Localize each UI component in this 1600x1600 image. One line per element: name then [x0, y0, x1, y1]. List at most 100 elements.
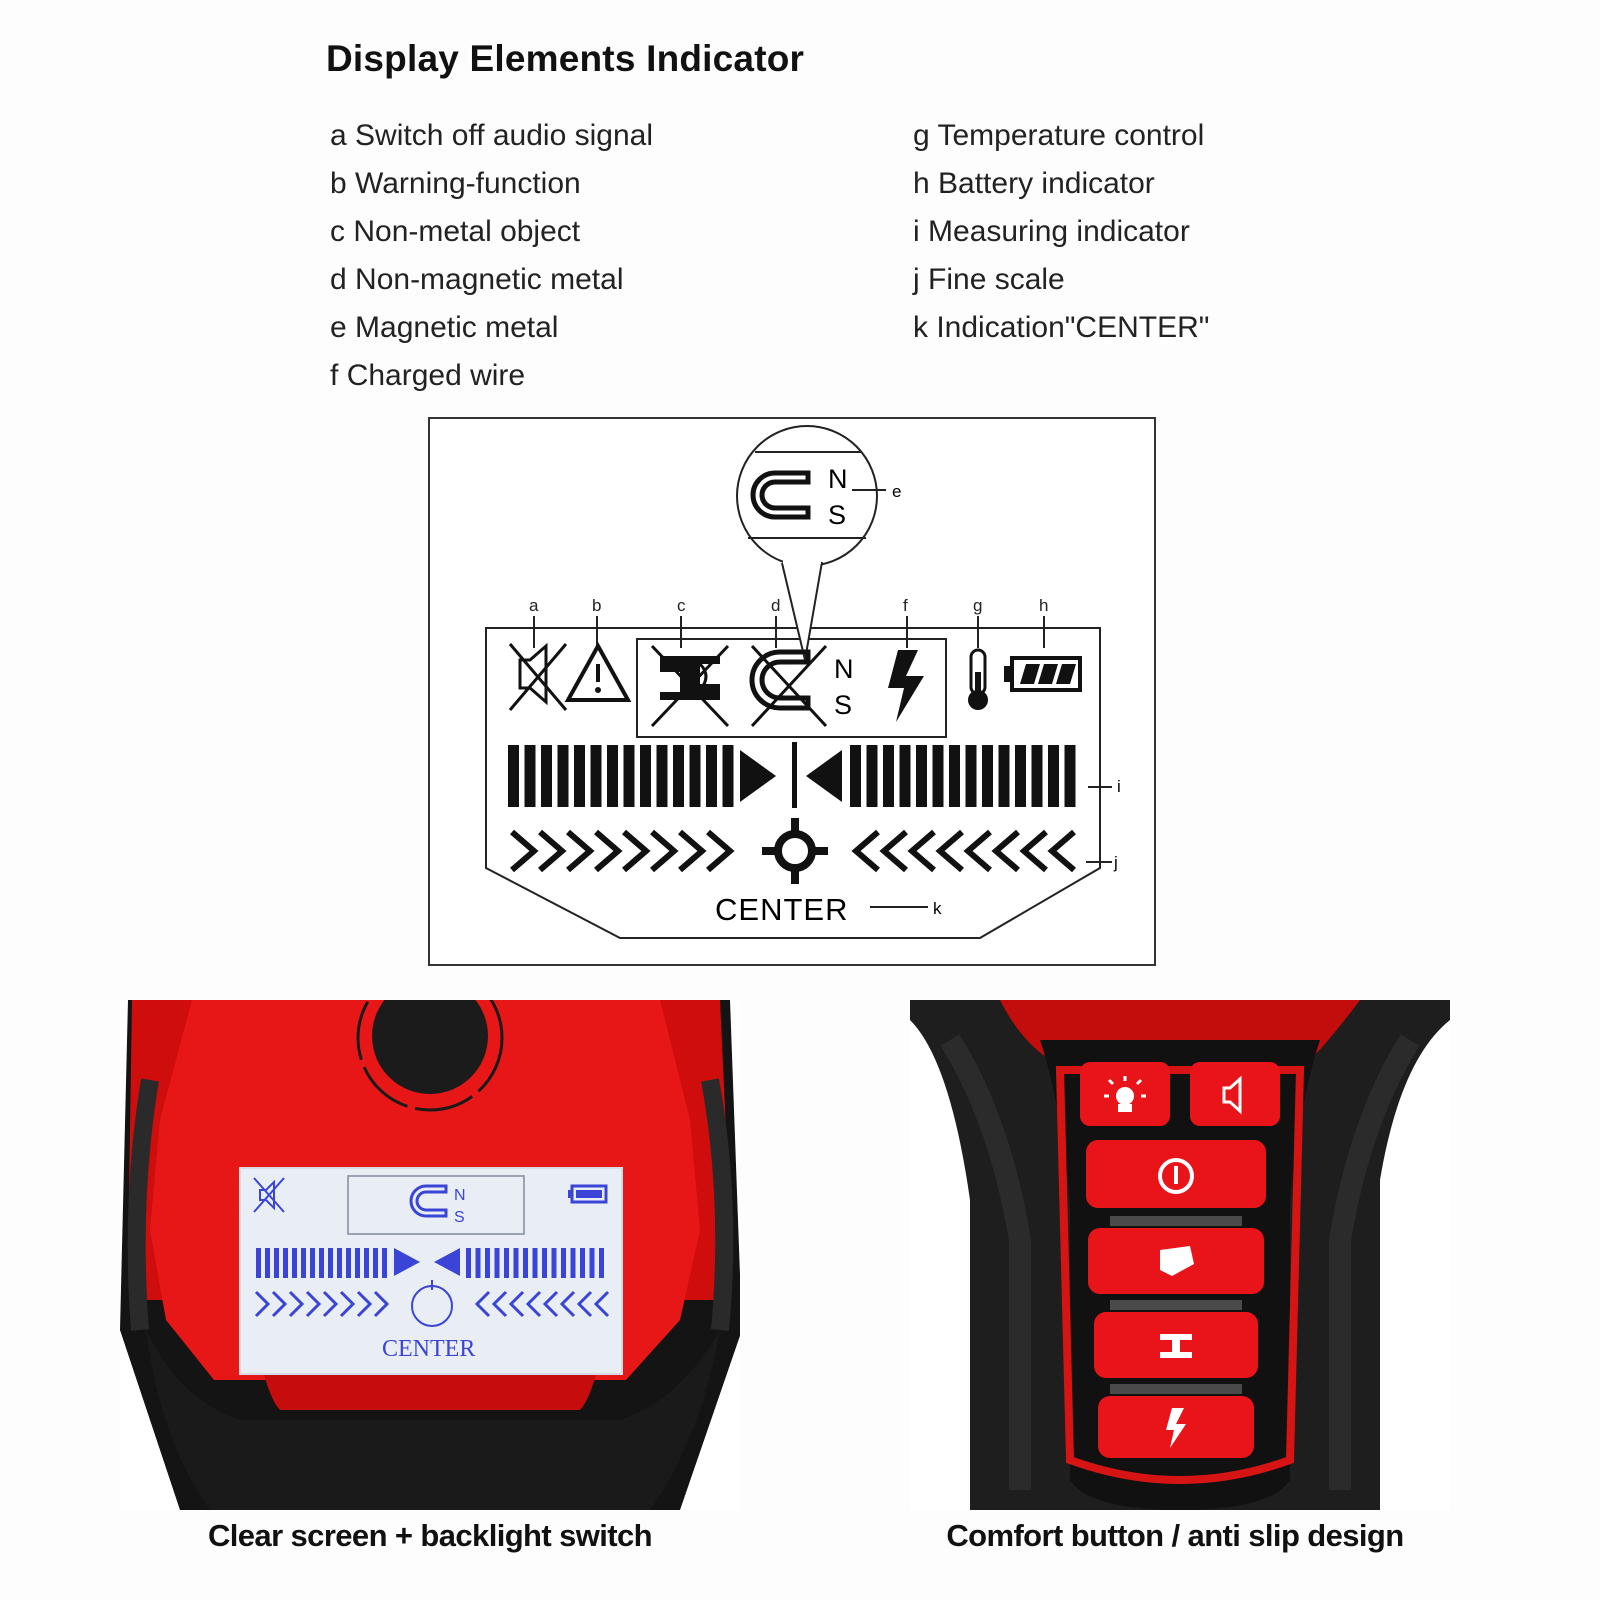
lcd-n-label: N: [454, 1187, 466, 1204]
label-e: e: [892, 482, 901, 501]
power-button[interactable]: [1086, 1140, 1266, 1208]
label-f: f: [903, 596, 908, 615]
lcd-chevrons: [254, 1290, 610, 1318]
caption-right: Comfort button / anti slip design: [946, 1518, 1404, 1553]
bar-segment-left: [722, 745, 734, 807]
bar-segment-left: [557, 745, 569, 807]
lcd-bar-right: [599, 1248, 604, 1278]
legend-item-k: k Indication"CENTER": [913, 311, 1210, 344]
lcd-chevron-right: [271, 1290, 288, 1318]
page-title: Display Elements Indicator: [326, 38, 805, 79]
legend-item-f: f Charged wire: [330, 359, 526, 392]
bar-segment-left: [574, 745, 585, 807]
lcd-bar-left: [355, 1248, 360, 1278]
lcd-bar-right: [532, 1248, 538, 1278]
lcd-chevron-right: [254, 1290, 271, 1318]
magnet-s-label: S: [828, 500, 846, 530]
bar-segment-right: [883, 745, 894, 807]
lcd-battery-icon: [568, 1184, 608, 1204]
lcd-bar-right: [551, 1248, 557, 1278]
object-box: [636, 638, 947, 738]
lcd-bar-right: [485, 1248, 490, 1278]
lcd-bar-left: [346, 1248, 351, 1278]
fine-scale-chevrons: [510, 829, 1076, 873]
device-front-photo: N S CENTER: [120, 1000, 740, 1510]
magnet-zoom-bubble: N S e: [736, 425, 901, 661]
right-arrow-head: [740, 750, 776, 802]
lcd-chevron-left: [491, 1290, 508, 1318]
bar-segment-right: [866, 745, 878, 807]
lcd-bar-left: [319, 1248, 324, 1278]
bar-segment-left: [590, 745, 602, 807]
lcd-chevron-right: [373, 1290, 390, 1318]
backlight-button[interactable]: [1080, 1062, 1170, 1126]
chevron-left: [963, 829, 992, 873]
lcd-bar-left: [292, 1248, 297, 1278]
caption-left: Clear screen + backlight switch: [207, 1518, 653, 1553]
label-k: k: [933, 899, 942, 918]
wood-mode-button[interactable]: [1088, 1228, 1264, 1294]
lcd-chevron-left: [542, 1290, 559, 1318]
lcd-bar-right: [513, 1248, 519, 1278]
magnet-s-small: S: [834, 690, 852, 720]
lcd-s-label: S: [454, 1209, 465, 1226]
lcd-bar-left: [301, 1248, 306, 1278]
chevron-right: [594, 829, 623, 873]
lcd-chevron-left: [508, 1290, 525, 1318]
label-h: h: [1039, 596, 1048, 615]
legend-item-i: i Measuring indicator: [913, 215, 1190, 248]
lcd-bar-left: [283, 1248, 288, 1278]
device-buttons-photo: [910, 1000, 1450, 1510]
lcd-bar-left: [310, 1248, 315, 1278]
bar-segment-right: [1031, 745, 1043, 807]
lcd-magnet-icon: [409, 1184, 448, 1218]
lcd-bar-right: [542, 1248, 547, 1278]
metal-mode-button[interactable]: [1094, 1312, 1258, 1378]
bar-segment-left: [607, 745, 618, 807]
bar-segment-right: [998, 745, 1010, 807]
lcd-chevron-right: [356, 1290, 373, 1318]
center-line: [792, 742, 797, 808]
legend-item-d: d Non-magnetic metal: [330, 263, 624, 296]
ac-wire-mode-button[interactable]: [1098, 1396, 1254, 1458]
label-a: a: [529, 596, 539, 615]
lightning-icon: [888, 650, 924, 722]
sound-button[interactable]: [1190, 1062, 1280, 1126]
lcd-mute-icon: [253, 1177, 285, 1213]
lcd-bar-left: [337, 1248, 342, 1278]
center-text: CENTER: [715, 892, 848, 927]
lcd-bar-right: [589, 1248, 595, 1278]
lcd-bar-right: [475, 1248, 481, 1278]
bar-segment-right: [850, 745, 861, 807]
lcd-chevron-right: [339, 1290, 356, 1318]
lcd-bar-right: [570, 1248, 576, 1278]
bar-segment-right: [899, 745, 911, 807]
lcd-bar-left: [373, 1248, 378, 1278]
lcd-bar-right: [494, 1248, 500, 1278]
bar-segment-right: [1064, 745, 1076, 807]
thermometer-icon: [968, 648, 988, 710]
chevron-right: [538, 829, 567, 873]
label-i: i: [1117, 777, 1121, 796]
lcd-bar-right: [523, 1248, 528, 1278]
left-arrow-head: [806, 750, 842, 802]
lcd-bar-left: [256, 1248, 261, 1278]
chevron-left: [991, 829, 1020, 873]
bar-segment-right: [965, 745, 977, 807]
non-magnetic-metal-icon: N S: [749, 644, 854, 728]
legend-item-h: h Battery indicator: [913, 167, 1155, 200]
lcd-chevron-left: [474, 1290, 491, 1318]
label-b: b: [592, 596, 601, 615]
label-j: j: [1113, 853, 1118, 872]
lcd-bar-left: [265, 1248, 270, 1278]
lcd-chevron-left: [593, 1290, 610, 1318]
lcd-bar-right: [466, 1248, 471, 1278]
legend-item-c: c Non-metal object: [330, 215, 581, 248]
chevron-right: [678, 829, 707, 873]
chevron-right: [706, 829, 735, 873]
bar-segment-right: [1015, 745, 1026, 807]
lcd-bar-right: [561, 1248, 566, 1278]
bar-segment-left: [524, 745, 536, 807]
battery-icon: [1004, 656, 1082, 692]
chevron-right: [650, 829, 679, 873]
